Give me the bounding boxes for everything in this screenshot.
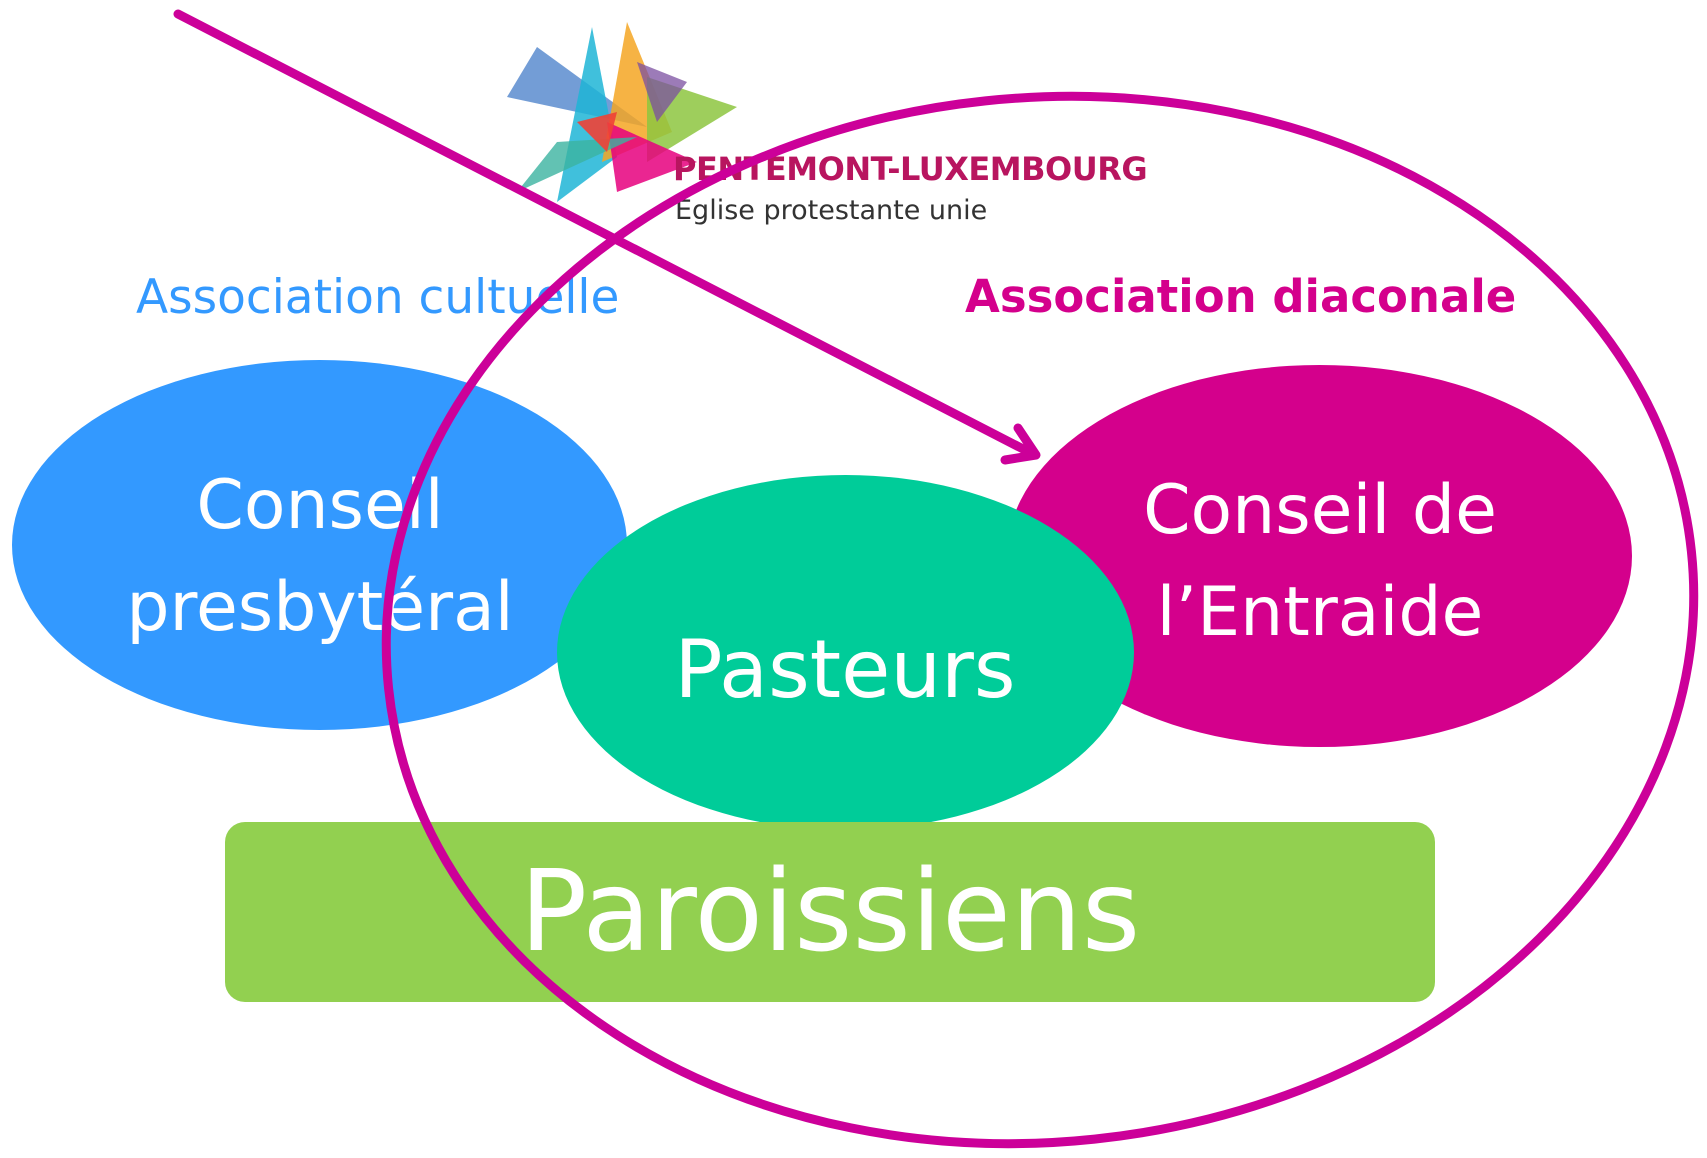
- conseil-entraide-label: Conseil de l’Entraide: [1070, 460, 1570, 664]
- paroissiens-label: Paroissiens: [519, 847, 1141, 977]
- highlight-circle-outline: [381, 91, 1699, 1149]
- pasteurs-ellipse: [557, 475, 1134, 830]
- logo-subtitle: Eglise protestante unie: [675, 195, 988, 226]
- conseil-presbyteral-line2: presbytéral: [126, 568, 514, 647]
- conseil-presbyteral-ellipse: [12, 360, 627, 730]
- paroissiens-box: [225, 822, 1435, 1002]
- pasteurs-label: Pasteurs: [674, 623, 1016, 716]
- conseil-entraide-line2: l’Entraide: [1156, 573, 1484, 652]
- conseil-presbyteral-label: Conseil presbytéral: [70, 455, 570, 659]
- diagonal-arrow-icon: [173, 9, 1041, 465]
- star-cross-logo-icon: [507, 22, 737, 202]
- logo-name: PENTEMONT-LUXEMBOURG: [673, 150, 1148, 188]
- conseil-entraide-line1: Conseil de: [1143, 471, 1497, 550]
- association-diaconale-label: Association diaconale: [965, 270, 1517, 323]
